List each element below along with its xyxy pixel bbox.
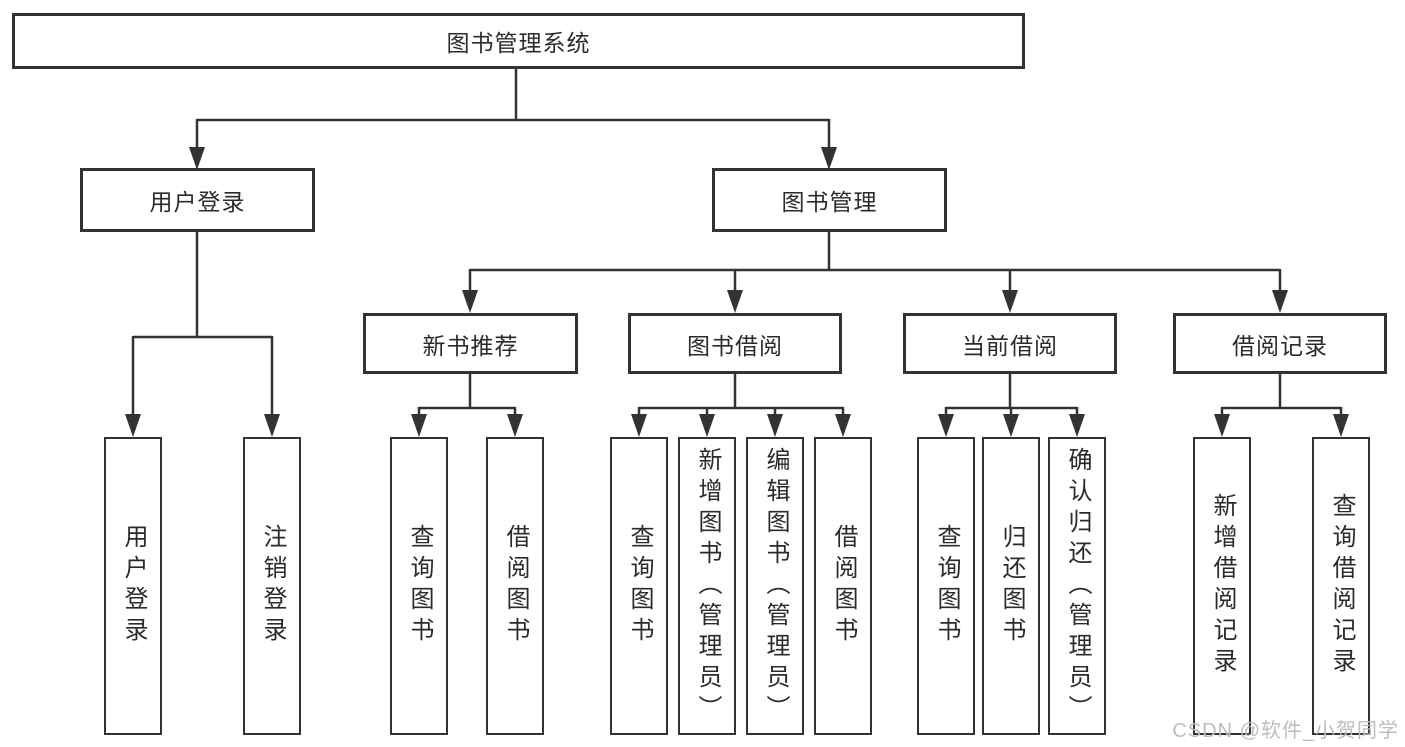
node-label: 新增图书（管理员） [694,446,721,726]
leaf-confirm-return-admin: 确认归还（管理员） [1048,437,1106,735]
leaf-add-book-admin: 新增图书（管理员） [678,437,736,735]
node-user-login: 用户登录 [80,168,315,232]
leaf-add-borrow-record: 新增借阅记录 [1193,437,1251,735]
node-new-book-recommend: 新书推荐 [363,313,578,374]
leaf-borrow-books-recommend: 借阅图书 [486,437,544,735]
node-book-management: 图书管理 [712,168,947,232]
node-label: 查询图书 [406,524,433,648]
connector-segments [131,67,1343,418]
node-label: 当前借阅 [962,332,1058,359]
node-label: 图书借阅 [687,332,783,359]
leaf-user-login: 用户登录 [104,437,162,735]
node-label: 新书推荐 [422,332,519,359]
node-label: 编辑图书（管理员） [762,446,789,726]
node-label: 确认归还（管理员） [1064,446,1091,726]
leaf-borrow-books: 借阅图书 [814,437,872,735]
node-label: 图书管理系统 [446,30,591,56]
leaf-query-books-recommend: 查询图书 [390,437,448,735]
node-borrow-records: 借阅记录 [1173,313,1387,374]
node-label: 用户登录 [149,189,246,215]
node-label: 借阅记录 [1232,332,1328,359]
leaf-logout: 注销登录 [243,437,301,735]
leaf-query-borrow-record: 查询借阅记录 [1312,437,1370,735]
node-label: 注销登录 [259,524,286,648]
node-label: 借阅图书 [830,524,857,648]
node-label: 查询借阅记录 [1328,493,1355,679]
node-label: 归还图书 [998,524,1025,648]
csdn-watermark: CSDN @软件_小贺同学 [1172,720,1399,742]
leaf-return-books: 归还图书 [982,437,1040,735]
node-label: 新增借阅记录 [1209,493,1236,679]
node-label: 用户登录 [120,524,147,648]
node-current-borrow: 当前借阅 [903,313,1117,374]
node-book-borrow: 图书借阅 [628,313,842,374]
node-label: 查询图书 [626,524,653,648]
node-label: 借阅图书 [502,524,529,648]
arrowhead-icons [125,147,1349,437]
leaf-edit-book-admin: 编辑图书（管理员） [746,437,804,735]
node-label: 查询图书 [933,524,960,648]
node-label: 图书管理 [781,189,878,215]
leaf-query-books-borrow: 查询图书 [610,437,668,735]
leaf-query-books-current: 查询图书 [917,437,975,735]
node-library-management-system: 图书管理系统 [12,13,1025,69]
